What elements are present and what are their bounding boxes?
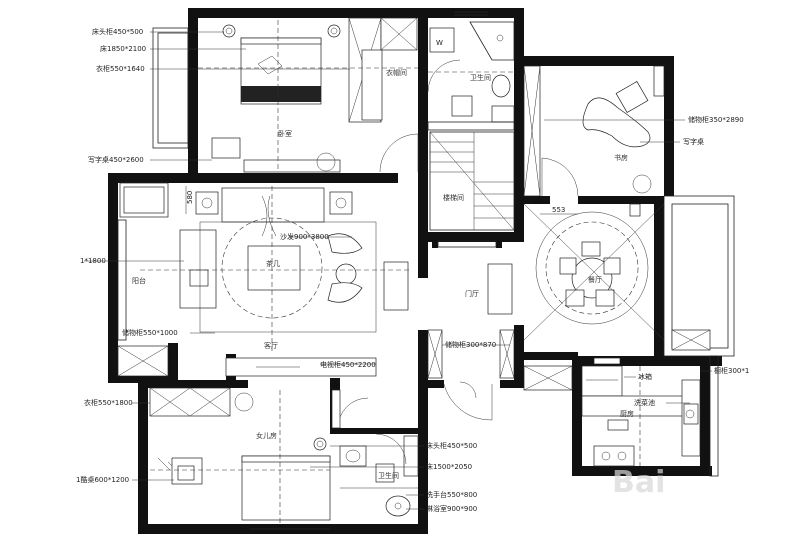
label-storage-mid: 储物柜300*870 [445, 340, 496, 349]
top-bathroom: W [427, 21, 515, 131]
label-washbasin: 洗手台550*800 [426, 490, 477, 499]
kid-room [149, 387, 369, 524]
dining-area [523, 203, 711, 391]
label-fridge: 冰箱 [638, 372, 652, 381]
label-storage-300: 橱柜300*1 [714, 366, 749, 375]
balconies [117, 11, 735, 530]
label-desk-right: 写字桌 [683, 137, 704, 146]
label-sofa: 沙发900*3800 [280, 232, 329, 241]
room-bath-bottom: 卫生间 [378, 471, 399, 480]
bottom-wardrobe [149, 387, 231, 417]
label-storage-left: 储物柜550*1000 [122, 328, 178, 337]
leader-lines [84, 31, 712, 510]
room-study: 书房 [614, 153, 628, 162]
label-bedside-cabinet: 床头柜450*500 [92, 27, 143, 36]
label-sink: 洗菜池 [634, 398, 655, 407]
room-kid: 女儿房 [256, 431, 277, 440]
room-living: 客厅 [264, 341, 278, 350]
master-bedroom [198, 17, 419, 173]
room-tea-table: 茶几 [266, 259, 280, 268]
room-cloakroom: 衣帽间 [386, 68, 407, 77]
room-kitchen: 厨房 [620, 409, 634, 418]
kitchen [581, 357, 701, 467]
label-master-bed: 床1850*2100 [100, 44, 146, 53]
room-entry: 门厅 [465, 289, 479, 298]
kid-bed [241, 455, 331, 521]
label-1800: 1*1800 [80, 257, 106, 265]
annotation-labels: 床头柜450*500 床1850*2100 衣柜550*1640 写字桌450*… [76, 27, 749, 513]
watermark-logo: Bai [612, 465, 665, 500]
tv-cabinet [225, 357, 377, 377]
label-shower: 淋浴室900*900 [426, 504, 477, 513]
label-bedside-bottom: 床头柜450*500 [426, 441, 477, 450]
room-labels: 卧室 衣帽间 卫生间 楼梯间 书房 茶几 阳台 客厅 门厅 餐厅 厨房 女儿房 … [132, 68, 634, 480]
room-master-bedroom: 卧室 [278, 129, 292, 138]
dining-table [571, 257, 613, 299]
dimension-labels: 580 553 [186, 191, 565, 214]
label-wardrobe-bottom: 衣柜550*1800 [84, 398, 133, 407]
washer-icon [429, 27, 455, 53]
room-stair: 楼梯间 [443, 193, 464, 202]
study-room [523, 65, 665, 204]
dim-580: 580 [186, 191, 194, 204]
label-desk-left: 写字桌450*2600 [88, 155, 144, 164]
label-desk-bottom: 1酷桌600*1200 [76, 475, 129, 484]
living-room [117, 182, 410, 377]
staircase [429, 131, 515, 248]
coffee-table [247, 245, 301, 291]
walls [108, 8, 722, 534]
label-tv-cabinet: 电视柜450*2200 [320, 360, 376, 369]
dim-553: 553 [552, 206, 565, 214]
label-wardrobe: 衣柜550*1640 [96, 64, 145, 73]
room-dining: 餐厅 [588, 275, 602, 284]
sofa [221, 187, 325, 223]
fridge [581, 365, 623, 397]
label-bed-bottom: 床1500*2050 [426, 462, 472, 471]
label-storage-right: 储物柜350*2890 [688, 115, 744, 124]
entry-hall [427, 263, 515, 421]
lounge-chair [179, 229, 217, 309]
dimension-marks [185, 186, 578, 215]
room-balcony: 阳台 [132, 276, 146, 285]
study-desk [582, 97, 651, 148]
washer-label: W [436, 39, 443, 47]
room-bath-top: 卫生间 [470, 73, 491, 82]
